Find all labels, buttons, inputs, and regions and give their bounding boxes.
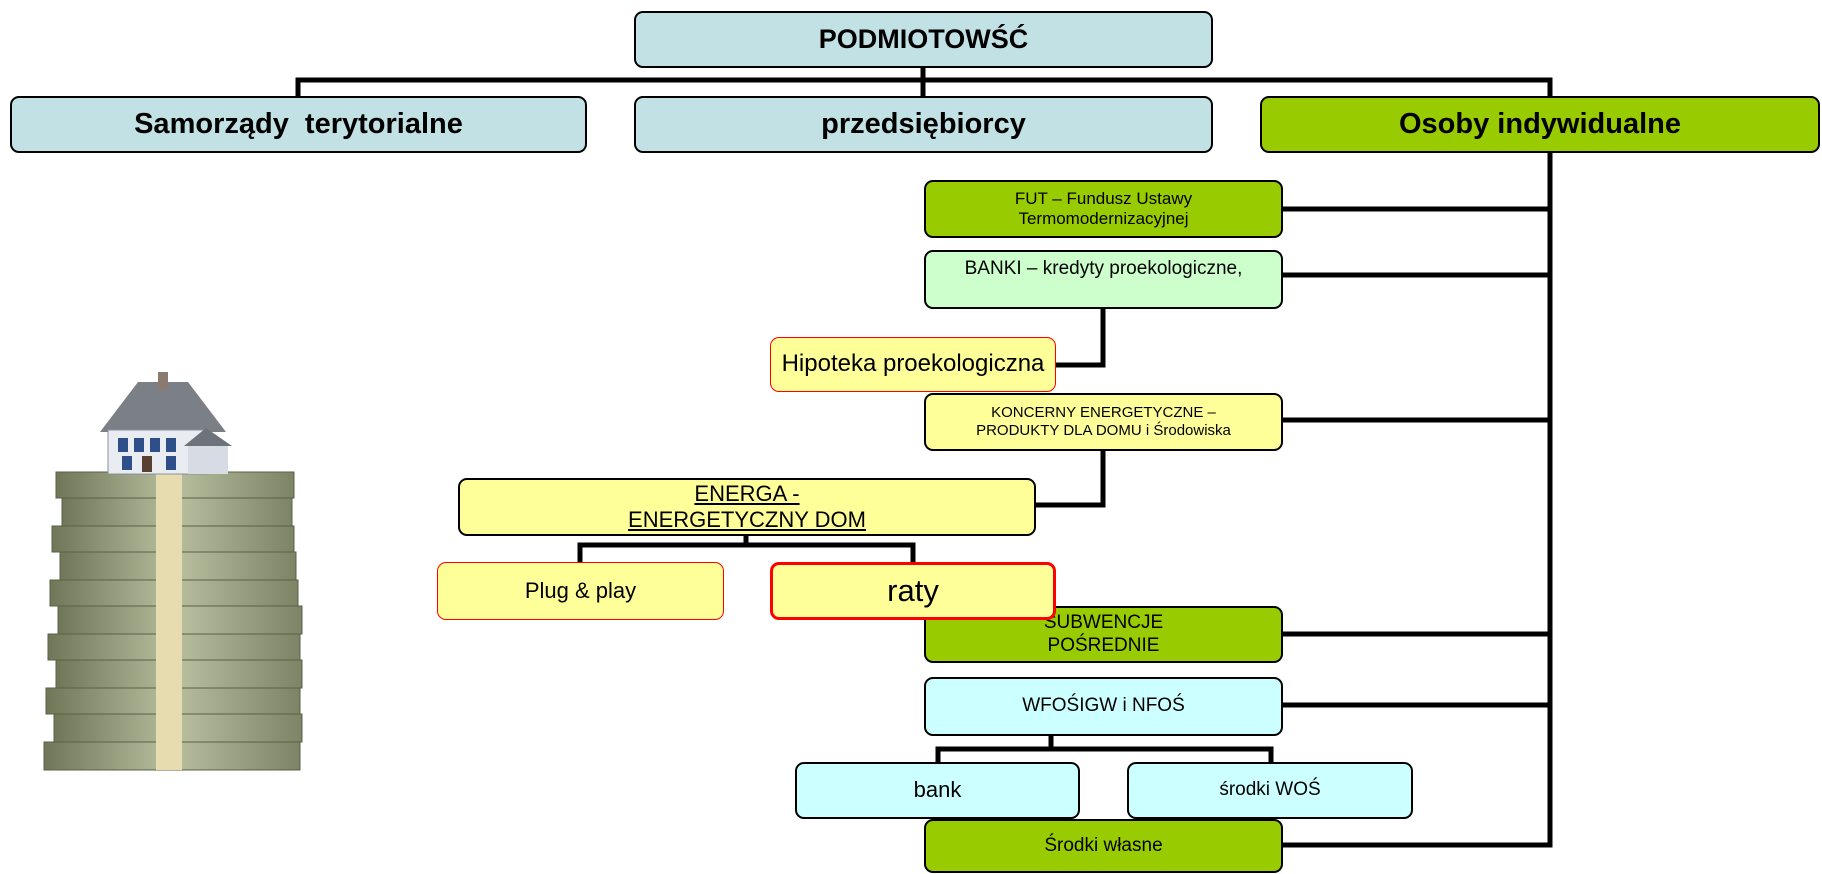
node-srodki-wos: środki WOŚ <box>1127 762 1413 819</box>
category-entrepreneurs-label: przedsiębiorcy <box>821 108 1026 141</box>
node-fut-line2: Termomodernizacyjnej <box>1018 209 1189 228</box>
node-fut-line1: FUT – Fundusz Ustawy <box>1014 188 1193 208</box>
node-energa-line2: ENERGETYCZNY DOM <box>628 507 866 532</box>
node-plug-play-label: Plug & play <box>524 577 637 603</box>
node-srodki-wlasne-label: Środki własne <box>1044 834 1163 856</box>
node-bank-label: bank <box>913 777 962 803</box>
node-koncerny: KONCERNY ENERGETYCZNE – PRODUKTY DLA DOM… <box>924 393 1283 451</box>
node-plug-play: Plug & play <box>437 562 724 620</box>
node-banki-label: BANKI – kredyty proekologiczne, <box>964 258 1243 279</box>
root-node: PODMIOTOWŚĆ <box>634 11 1213 68</box>
node-subwencje-line2: POŚREDNIE <box>1047 634 1160 656</box>
node-koncerny-line1: KONCERNY ENERGETYCZNE – <box>991 404 1216 421</box>
node-subwencje-line1: SUBWENCJE <box>1043 611 1164 633</box>
node-raty: raty <box>770 562 1056 620</box>
node-srodki-wos-label: środki WOŚ <box>1219 779 1321 801</box>
category-individuals-label: Osoby indywidualne <box>1399 108 1681 141</box>
node-energa: ENERGA - ENERGETYCZNY DOM <box>458 478 1036 536</box>
node-koncerny-line2: PRODUKTY DLA DOMU i Środowiska <box>976 422 1231 439</box>
node-hipoteka-label: Hipoteka proekologiczna <box>781 350 1045 378</box>
node-energa-line1: ENERGA - <box>694 480 800 506</box>
node-wfosigw-label: WFOŚIGW i NFOŚ <box>1022 695 1185 717</box>
node-wfosigw: WFOŚIGW i NFOŚ <box>924 677 1283 736</box>
category-individuals: Osoby indywidualne <box>1260 96 1820 153</box>
node-subwencje: SUBWENCJE POŚREDNIE <box>924 606 1283 663</box>
node-srodki-wlasne: Środki własne <box>924 819 1283 873</box>
node-banki: BANKI – kredyty proekologiczne, <box>924 250 1283 309</box>
house-on-money-stack-icon <box>43 372 303 771</box>
node-fut: FUT – Fundusz Ustawy Termomodernizacyjne… <box>924 180 1283 238</box>
category-local-gov-label: Samorządy terytorialne <box>134 108 463 141</box>
root-label: PODMIOTOWŚĆ <box>818 24 1029 55</box>
node-raty-label: raty <box>887 573 939 609</box>
node-bank: bank <box>795 762 1080 819</box>
money-bands <box>156 472 182 770</box>
house <box>100 372 232 475</box>
category-entrepreneurs: przedsiębiorcy <box>634 96 1213 153</box>
node-hipoteka: Hipoteka proekologiczna <box>770 337 1056 392</box>
category-local-gov: Samorządy terytorialne <box>10 96 587 153</box>
